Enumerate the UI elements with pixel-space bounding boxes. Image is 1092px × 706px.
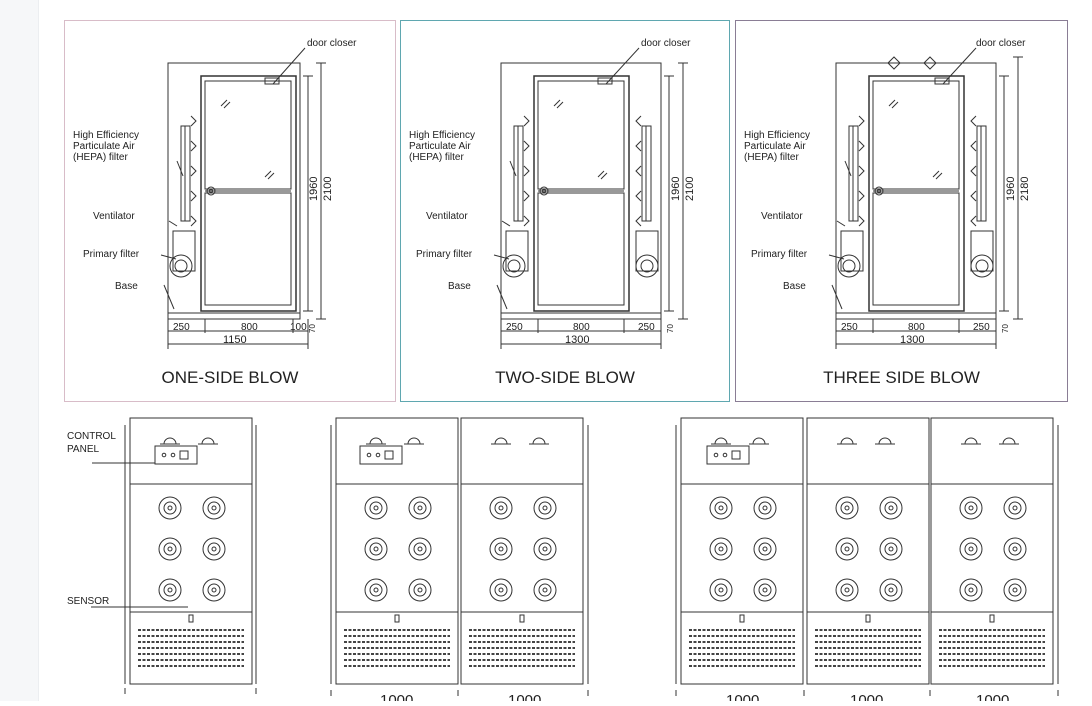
dim-left: 250 [841,322,858,333]
hepa-label-line3: (HEPA) filter [744,152,799,163]
panel-caption: ONE-SIDE BLOW [161,368,299,387]
door-closer-label: door closer [641,38,691,49]
hepa-label-line1: High Efficiency [409,130,475,141]
dim-door: 800 [573,322,590,333]
dim-base: 70 [666,324,675,333]
one-side-blow-panel: door closer High Efficiency Particulate … [64,20,396,402]
dim-door: 800 [241,322,258,333]
dim-left: 250 [173,322,190,333]
hepa-label-line2: Particulate Air [744,141,806,152]
dim-right: 250 [973,322,990,333]
primary-filter-label: Primary filter [416,249,473,260]
hepa-label-line3: (HEPA) filter [73,152,128,163]
dim-inner-height: 1960 [670,177,682,201]
sensor-label: SENSOR [67,596,109,607]
base-label: Base [783,281,806,292]
hepa-label-line1: High Efficiency [744,130,810,141]
module-width-5: 1000 [976,692,1009,701]
two-side-blow-panel: door closer High Efficiency Particulate … [400,20,730,402]
dim-base: 70 [1001,324,1010,333]
dim-right: 100 [290,322,307,333]
front-unit-single [91,417,257,694]
front-unit-double [330,417,589,696]
dim-base: 70 [308,324,317,333]
dim-total-height: 2100 [684,177,696,201]
ventilator-label: Ventilator [93,211,135,222]
left-sidebar [0,0,39,701]
module-width-4: 1000 [850,692,883,701]
base-label: Base [115,281,138,292]
door-closer-label: door closer [307,38,357,49]
dim-total-width: 1300 [900,334,924,346]
door-closer-label: door closer [976,38,1026,49]
base-label: Base [448,281,471,292]
dim-total-height: 2180 [1019,177,1031,201]
control-panel-label-line1: CONTROL [67,431,116,442]
dim-inner-height: 1960 [1005,177,1017,201]
module-width-1: 1000 [380,692,413,701]
hepa-label-line3: (HEPA) filter [409,152,464,163]
hepa-label-line1: High Efficiency [73,130,139,141]
panel-caption: THREE SIDE BLOW [823,368,980,387]
dim-total-height: 2100 [322,177,334,201]
side-view-drawing: door closer High Efficiency Particulate … [409,38,696,349]
dim-door: 800 [908,322,925,333]
front-view-drawing: CONTROL PANEL SENSOR 1000 1000 1000 1000… [67,417,1059,706]
front-views: CONTROL PANEL SENSOR 1000 1000 1000 1000… [40,412,1070,706]
hepa-label-line2: Particulate Air [73,141,135,152]
module-width-3: 1000 [726,692,759,701]
dim-total-width: 1300 [565,334,589,346]
side-view-drawing: door closer High Efficiency Particulate … [744,38,1031,349]
primary-filter-label: Primary filter [751,249,808,260]
control-panel-label-line2: PANEL [67,444,99,455]
side-view-drawing: door closer High Efficiency Particulate … [73,38,357,349]
primary-filter-label: Primary filter [83,249,140,260]
module-width-2: 1000 [508,692,541,701]
hepa-label-line2: Particulate Air [409,141,471,152]
ventilator-label: Ventilator [761,211,803,222]
ventilator-label: Ventilator [426,211,468,222]
dim-inner-height: 1960 [308,177,320,201]
panel-caption: TWO-SIDE BLOW [495,368,635,387]
front-unit-triple [675,417,1059,696]
three-side-blow-panel: door closer High Efficiency Particulate … [735,20,1068,402]
dim-right: 250 [638,322,655,333]
dim-total-width: 1150 [223,334,247,346]
dim-left: 250 [506,322,523,333]
